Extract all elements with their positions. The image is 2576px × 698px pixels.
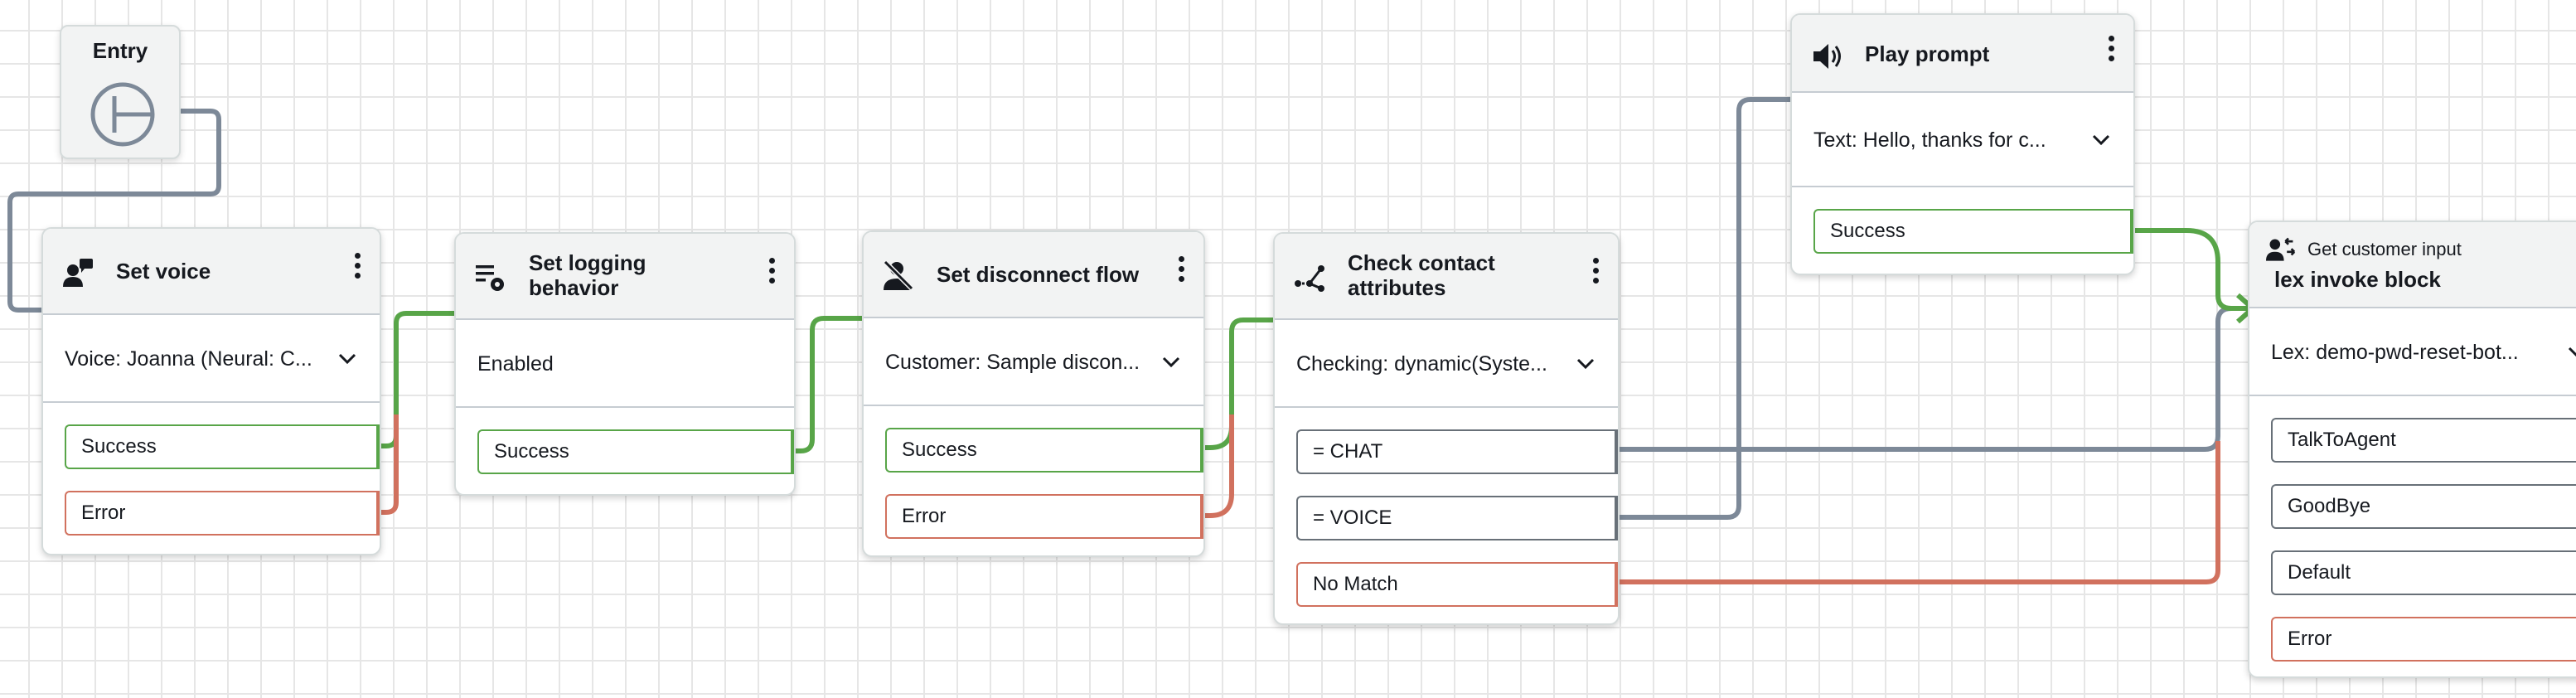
branch-talk-to-agent[interactable]: TalkToAgent <box>2271 418 2576 463</box>
connector-set-logging-success[interactable] <box>794 316 884 453</box>
chevron-down-icon[interactable] <box>2566 342 2576 363</box>
setting-value: Customer: Sample discon... <box>885 351 1140 374</box>
branch-success[interactable]: Success <box>885 428 1203 473</box>
connector-set-voice-error[interactable] <box>380 414 399 515</box>
block-header: Play prompt <box>1792 15 2133 93</box>
branch-error[interactable]: Error <box>65 491 380 536</box>
block-setting[interactable]: Lex: demo-pwd-reset-bot... <box>2249 308 2576 396</box>
chevron-down-icon[interactable] <box>337 348 358 370</box>
branch-success[interactable]: Success <box>65 424 380 469</box>
setting-value: Lex: demo-pwd-reset-bot... <box>2271 341 2519 364</box>
branch-success[interactable]: Success <box>1813 209 2133 254</box>
block-setting[interactable]: Voice: Joanna (Neural: C... <box>43 315 380 403</box>
block-setting[interactable]: Enabled <box>456 320 794 408</box>
block-title: lex invoke block <box>2274 267 2441 292</box>
more-options-icon[interactable] <box>2105 32 2117 70</box>
block-title: Set disconnect flow <box>937 262 1140 287</box>
entry-label: Entry <box>92 38 148 63</box>
branching-icon <box>1295 265 1324 292</box>
chevron-down-icon[interactable] <box>1575 353 1596 375</box>
block-header: Check contact attributes <box>1275 234 1618 320</box>
branch-chat[interactable]: = CHAT <box>1296 429 1618 474</box>
customer-input-icon <box>2266 237 2296 261</box>
connector-set-voice-success[interactable] <box>380 311 472 448</box>
block-header: Set disconnect flow <box>864 232 1203 318</box>
connector-play-prompt-success[interactable] <box>2133 228 2249 311</box>
set-disconnect-block[interactable]: Set disconnect flow Customer: Sample dis… <box>862 230 1205 557</box>
person-disconnect-icon <box>883 259 914 291</box>
block-title: Check contact attributes <box>1348 250 1495 300</box>
get-customer-input-block[interactable]: Get customer input lex invoke block Lex:… <box>2248 221 2576 678</box>
block-setting[interactable]: Checking: dynamic(Syste... <box>1275 320 1618 408</box>
person-voice-icon <box>63 259 93 287</box>
setting-value: Text: Hello, thanks for c... <box>1813 128 2046 152</box>
entry-block[interactable]: Entry <box>60 25 181 159</box>
connector-chat-to-get-input[interactable] <box>1618 306 2249 452</box>
block-title: Set logging behavior <box>529 250 646 300</box>
more-options-icon[interactable] <box>1590 254 1601 292</box>
more-options-icon[interactable] <box>766 254 777 292</box>
set-logging-block[interactable]: Set logging behavior Enabled Success <box>454 232 796 496</box>
setting-value: Checking: dynamic(Syste... <box>1296 352 1547 376</box>
branch-voice[interactable]: = VOICE <box>1296 496 1618 540</box>
more-options-icon[interactable] <box>1175 252 1187 290</box>
branch-no-match[interactable]: No Match <box>1296 562 1618 607</box>
chevron-down-icon[interactable] <box>1160 351 1182 373</box>
block-setting[interactable]: Customer: Sample discon... <box>864 318 1203 406</box>
block-title: Set voice <box>116 259 211 284</box>
setting-value: Enabled <box>477 352 554 376</box>
branch-success[interactable]: Success <box>477 429 794 474</box>
branch-error[interactable]: Error <box>2271 617 2576 662</box>
logging-settings-icon <box>476 265 504 291</box>
more-options-icon[interactable] <box>351 249 363 287</box>
branch-default[interactable]: Default <box>2271 550 2576 595</box>
block-title: Play prompt <box>1865 41 1990 66</box>
check-attributes-block[interactable]: Check contact attributes Checking: dynam… <box>1273 232 1620 625</box>
play-prompt-block[interactable]: Play prompt Text: Hello, thanks for c...… <box>1790 13 2135 275</box>
branch-error[interactable]: Error <box>885 494 1203 539</box>
block-header: Get customer input lex invoke block <box>2249 222 2576 308</box>
connector-no-match[interactable] <box>1618 441 2220 584</box>
block-header: Set logging behavior <box>456 234 794 320</box>
block-setting[interactable]: Text: Hello, thanks for c... <box>1792 93 2133 187</box>
entry-point-icon[interactable] <box>90 81 156 148</box>
speaker-icon <box>1813 44 1841 69</box>
block-type-label: Get customer input <box>2307 239 2462 259</box>
branch-goodbye[interactable]: GoodBye <box>2271 484 2576 529</box>
connector-voice-to-play-prompt[interactable] <box>1618 97 1809 520</box>
set-voice-block[interactable]: Set voice Voice: Joanna (Neural: C... Su… <box>41 227 381 555</box>
chevron-down-icon[interactable] <box>2090 129 2112 151</box>
block-header: Set voice <box>43 229 380 315</box>
setting-value: Voice: Joanna (Neural: C... <box>65 347 312 371</box>
connector-set-disconnect-error[interactable] <box>1203 414 1234 518</box>
connector-set-disconnect-success[interactable] <box>1203 317 1296 450</box>
connector-entry-to-set-voice[interactable] <box>7 109 221 313</box>
